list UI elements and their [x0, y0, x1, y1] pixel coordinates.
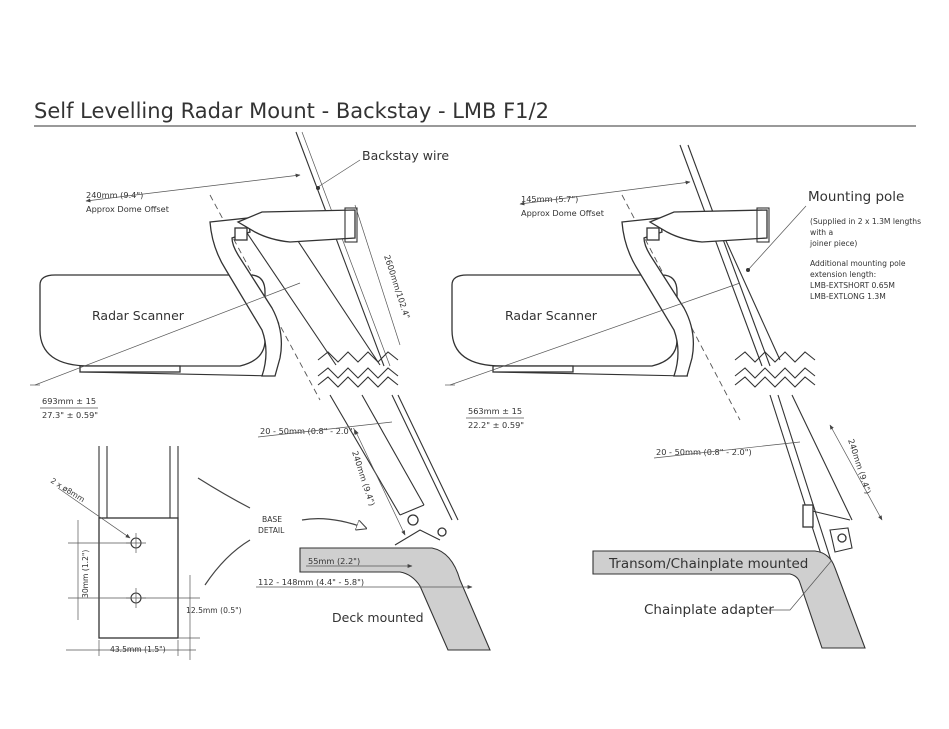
clamp-range-right: 20 - 50mm (0.8" - 2.0") [656, 447, 752, 457]
wire-length-label: 2600mm/102.4" [382, 254, 412, 321]
break-mark-upper [317, 351, 399, 363]
deck-profile [299, 547, 491, 651]
base-detail-label-1: BASE [262, 515, 282, 524]
clamp-range-left: 20 - 50mm (0.8" - 2.0") [260, 426, 356, 436]
backstay-wire-label: Backstay wire [362, 148, 449, 163]
chainplate-adapter-label: Chainplate adapter [644, 602, 774, 618]
transom-label: Transom/Chainplate mounted [608, 556, 808, 572]
deck-range-label: 112 - 148mm (4.4" - 5.8") [258, 577, 364, 587]
ext-note-3: LMB-EXTSHORT 0.65M [810, 281, 895, 290]
ext-note-2: extension length: [810, 270, 876, 279]
pole-upper-right [679, 144, 763, 367]
mounting-pole-label: Mounting pole [808, 189, 904, 205]
dome-head-left [236, 209, 356, 243]
hole-spacing-label: 30mm (1.2") [81, 550, 90, 598]
mount-arm-right [621, 217, 695, 377]
edge-offset-label: 12.5mm (0.5") [186, 606, 242, 615]
pole-upper-left [244, 229, 337, 366]
pole-note-1: (Supplied in 2 x 1.3M lengths [810, 217, 921, 226]
base-detail: 2 x ø8mm 30mm (1.2") 12.5mm (0.5") 43.5m… [49, 446, 242, 660]
deck-mounted-label: Deck mounted [332, 610, 424, 625]
clamp-span-right: 240mm (9.4") [846, 438, 873, 496]
clamp-span-left: 240mm (9.4") [350, 450, 377, 508]
hole-diameter-label: 2 x ø8mm [49, 476, 86, 504]
height-value-right: 563mm ± 15 [468, 406, 522, 416]
dome-offset-caption-right: Approx Dome Offset [521, 208, 605, 218]
height-value-left: 693mm ± 15 [42, 396, 96, 406]
left-assembly: Radar Scanner Backstay wire 240mm (9.4")… [30, 131, 491, 651]
dome-centre-line [209, 194, 321, 401]
ext-note-4: LMB-EXTLONG 1.3M [810, 292, 886, 301]
deck-gap-label: 55mm (2.2") [308, 556, 360, 566]
dome-offset-caption-left: Approx Dome Offset [86, 204, 170, 214]
dome-head-right [648, 209, 768, 243]
break-mark-right [734, 351, 816, 363]
base-plate [98, 517, 179, 639]
pole-note-2: with a [810, 228, 833, 237]
base-detail-label-2: DETAIL [258, 526, 285, 535]
backstay-wire-upper [295, 131, 385, 367]
ext-note-1: Additional mounting pole [810, 259, 906, 268]
page-title: Self Levelling Radar Mount - Backstay - … [34, 99, 549, 123]
height-imperial-left: 27.3" ± 0.59" [42, 410, 98, 420]
right-assembly: Radar Scanner 145mm (5.7") Approx Dome O… [445, 144, 921, 649]
transom-profile [592, 550, 866, 649]
base-width-label: 43.5mm (1.5") [110, 645, 166, 654]
mount-arm-left [209, 217, 283, 377]
height-imperial-right: 22.2" ± 0.59" [468, 420, 524, 430]
radar-scanner-label: Radar Scanner [92, 308, 185, 323]
pole-note-3: joiner piece) [809, 239, 857, 248]
radar-scanner-label-right: Radar Scanner [505, 308, 598, 323]
